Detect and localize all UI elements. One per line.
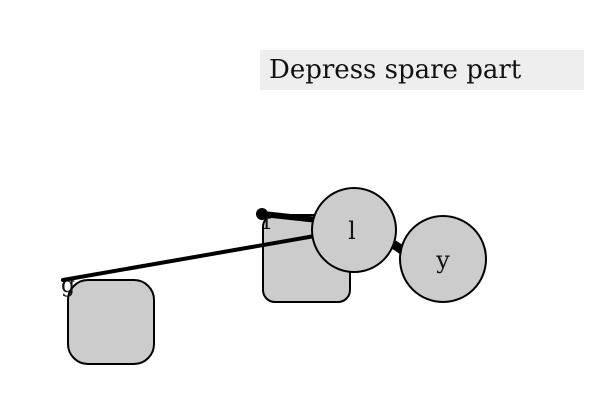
circle-l[interactable] <box>311 187 397 273</box>
circle-y[interactable] <box>399 215 487 303</box>
square-left[interactable] <box>67 279 155 365</box>
connector-f-l <box>260 211 321 223</box>
anchor-f-dot[interactable] <box>256 208 268 220</box>
circle-l-label: l <box>348 217 356 245</box>
circle-y-label: y <box>435 246 450 274</box>
connector-g-l <box>61 231 334 282</box>
task-instruction: Depress spare part <box>260 50 584 90</box>
anchor-f-label: f <box>263 210 273 235</box>
